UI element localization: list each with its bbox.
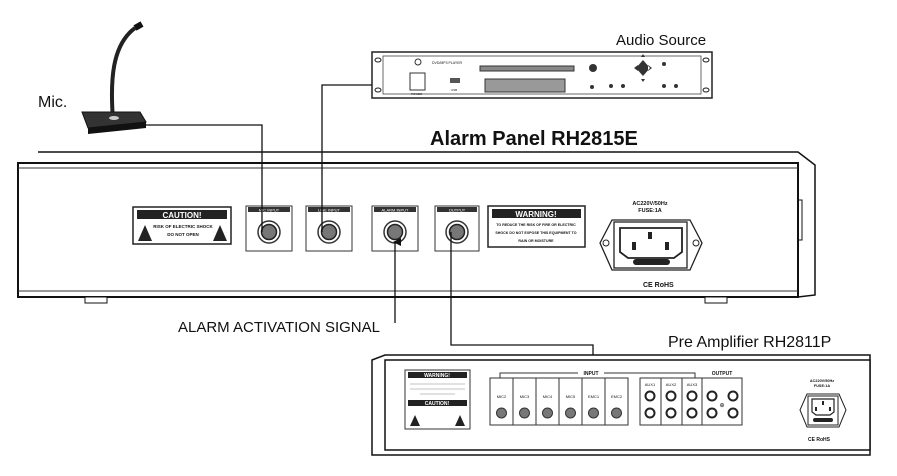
input-mic4[interactable]: MIC4 xyxy=(542,378,560,425)
fuse-rating: FUSE:1A xyxy=(638,208,662,214)
output-group-label: OUTPUT xyxy=(712,371,733,377)
pre-amp-caution-title: CAUTION! xyxy=(425,401,450,407)
player-model: DVD/MP3 PLAYER xyxy=(432,61,463,65)
warning-line-2: SHOCK DO NOT EXPOSE THIS EQUIPMENT TO xyxy=(495,231,576,235)
alarm-activation-label: ALARM ACTIVATION SIGNAL xyxy=(178,319,380,336)
pre-amp-aux: AUX1 AUX2 AUX3 ⊕ xyxy=(639,377,743,426)
aux-label: AUX3 xyxy=(687,382,698,387)
jack-label: LINE INPUT xyxy=(318,208,341,213)
power-rating: AC220V/50Hz xyxy=(632,201,667,207)
pre-amp-cert-marks: CE RoHS xyxy=(808,437,831,443)
warning-line-1: TO REDUCE THE RISK OF FIRE OR ELECTRIC xyxy=(496,223,576,227)
caution-line-1: RISK OF ELECTRIC SHOCK xyxy=(153,224,213,229)
input-mic5[interactable]: MIC5 xyxy=(565,378,583,425)
aux-label: AUX1 xyxy=(645,382,656,387)
input-label: MIC3 xyxy=(520,394,530,399)
microphone xyxy=(81,21,147,134)
input-label: EMC1 xyxy=(588,394,600,399)
output-jacks[interactable]: ⊕ xyxy=(706,390,739,419)
pre-amp-labels: WARNING! CAUTION! xyxy=(404,369,471,430)
mic-cable xyxy=(140,124,263,232)
caution-title: CAUTION! xyxy=(162,211,201,220)
input-label: MIC2 xyxy=(497,394,507,399)
power-switch-label: POWER xyxy=(411,92,423,96)
input-label: MIC4 xyxy=(543,394,553,399)
jack-line-input[interactable]: LINE INPUT xyxy=(305,205,353,252)
audio-source-device: DVD/MP3 PLAYER POWER USB xyxy=(371,51,713,99)
pre-amp-warning-title: WARNING! xyxy=(424,373,450,379)
alarm-panel-title: Alarm Panel RH2815E xyxy=(430,128,638,150)
input-emc2[interactable]: EMC2 xyxy=(611,394,623,419)
pre-amplifier-title: Pre Amplifier RH2811P xyxy=(668,334,831,351)
aux1-jacks[interactable]: AUX1 xyxy=(644,382,656,419)
caution-line-2: DO NOT OPEN xyxy=(167,232,199,237)
input-label: EMC2 xyxy=(611,394,623,399)
pre-amp-power-socket[interactable] xyxy=(799,393,847,428)
svg-text:⊕: ⊕ xyxy=(719,403,724,409)
jack-output[interactable]: OUTPUT xyxy=(434,205,480,252)
caution-label: CAUTION! RISK OF ELECTRIC SHOCK DO NOT O… xyxy=(132,206,232,245)
line-input-cable xyxy=(321,84,372,232)
warning-label: WARNING! TO REDUCE THE RISK OF FIRE OR E… xyxy=(487,205,586,248)
pre-amp-power-rating: AC220V/50Hz xyxy=(810,379,834,383)
cert-marks: CE RoHS xyxy=(643,282,674,289)
aux2-jacks[interactable]: AUX2 xyxy=(665,382,677,419)
jack-label: OUTPUT xyxy=(449,208,466,213)
pre-amp-inputs: MIC2 MIC3 MIC4 MIC5 EMC1 EMC2 xyxy=(489,377,629,426)
input-label: MIC5 xyxy=(566,394,576,399)
input-group-label: INPUT xyxy=(584,371,599,377)
input-mic2[interactable]: MIC2 xyxy=(496,378,514,425)
warning-title: WARNING! xyxy=(515,210,556,219)
usb-label: USB xyxy=(451,88,457,92)
warning-line-3: RAIN OR MOISTURE xyxy=(518,239,554,243)
jack-label: MIC INPUT xyxy=(259,208,280,213)
aux-label: AUX2 xyxy=(666,382,677,387)
power-socket[interactable] xyxy=(599,219,703,271)
mic-label: Mic. xyxy=(38,94,67,111)
input-emc1[interactable]: EMC1 xyxy=(588,378,606,425)
aux3-jacks[interactable]: AUX3 xyxy=(686,382,698,419)
input-mic3[interactable]: MIC3 xyxy=(519,378,537,425)
audio-source-label: Audio Source xyxy=(616,32,706,49)
jack-mic-input[interactable]: MIC INPUT xyxy=(245,205,293,252)
pre-amp-fuse-rating: FUSE:1A xyxy=(814,384,831,388)
jack-label: ALARM INPUT xyxy=(382,208,409,213)
